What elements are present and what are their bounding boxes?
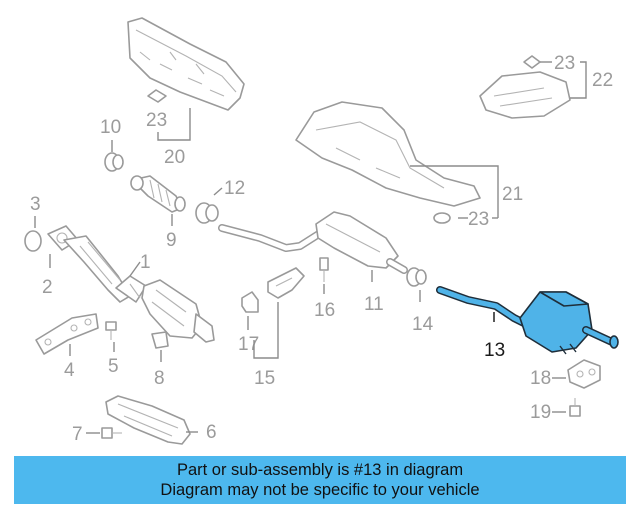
callout-2: 2 <box>42 277 53 298</box>
intermediate-pipe-11-part <box>218 211 408 274</box>
callout-5: 5 <box>108 356 119 377</box>
callout-21: 21 <box>502 184 523 205</box>
leader-21 <box>410 165 499 218</box>
clamp-14-part <box>406 267 427 287</box>
callout-13: 13 <box>484 340 505 361</box>
callout-23-front: 23 <box>146 110 167 131</box>
hanger-bracket-15-part <box>267 267 305 299</box>
heat-shield-front-part <box>127 17 245 111</box>
callout-19: 19 <box>530 402 551 423</box>
exhaust-system-diagram: 23 20 10 9 12 3 2 1 <box>24 17 619 445</box>
callout-14: 14 <box>412 314 434 335</box>
callout-6: 6 <box>206 422 217 443</box>
hanger-bracket-18-part <box>567 359 601 389</box>
rear-muffler-13-part[interactable] <box>436 286 619 355</box>
heat-shield-22-part <box>479 71 571 119</box>
callout-7: 7 <box>72 424 83 445</box>
bolt-19-part <box>569 398 581 417</box>
callout-23-rear: 23 <box>468 209 489 230</box>
callout-9: 9 <box>166 230 177 251</box>
heat-shield-lower-6-part <box>105 395 191 445</box>
leader-20 <box>157 108 191 141</box>
callout-8: 8 <box>154 368 165 389</box>
callout-1: 1 <box>140 252 151 273</box>
callout-20: 20 <box>164 147 185 168</box>
callout-11: 11 <box>364 294 384 315</box>
bolt-7-part <box>101 427 122 439</box>
rubber-mount-17-part <box>241 291 259 313</box>
callout-16: 16 <box>314 300 335 321</box>
callout-18: 18 <box>530 368 551 389</box>
hanger-16-part <box>319 257 329 282</box>
callout-12: 12 <box>224 178 245 199</box>
info-banner: Part or sub-assembly is #13 in diagram D… <box>14 456 626 504</box>
heat-shield-nut-part <box>147 89 167 103</box>
clamp-10-part <box>104 152 124 172</box>
callout-17: 17 <box>238 334 259 355</box>
gasket-3-part <box>24 230 42 252</box>
banner-line-2: Diagram may not be specific to your vehi… <box>160 481 480 499</box>
bracket-4-part <box>35 313 99 355</box>
leader-22 <box>570 61 587 99</box>
bolt-5-part <box>105 321 117 340</box>
heat-shield-nut-rear-part <box>433 212 451 224</box>
catalytic-converter-1-part <box>63 235 215 343</box>
callout-10: 10 <box>100 117 121 138</box>
heat-shield-rear-21-part <box>295 101 481 207</box>
callout-22: 22 <box>592 70 613 91</box>
bracket-8-part <box>151 331 169 349</box>
banner-line-1: Part or sub-assembly is #13 in diagram <box>176 461 464 479</box>
callout-15: 15 <box>254 368 275 389</box>
callout-4: 4 <box>64 360 75 381</box>
clamp-12-part <box>195 202 219 224</box>
heat-shield-22-nut-part <box>523 55 541 69</box>
callout-23-upper: 23 <box>554 53 575 74</box>
callout-3: 3 <box>30 194 41 215</box>
flex-pipe-9-part <box>130 175 186 213</box>
